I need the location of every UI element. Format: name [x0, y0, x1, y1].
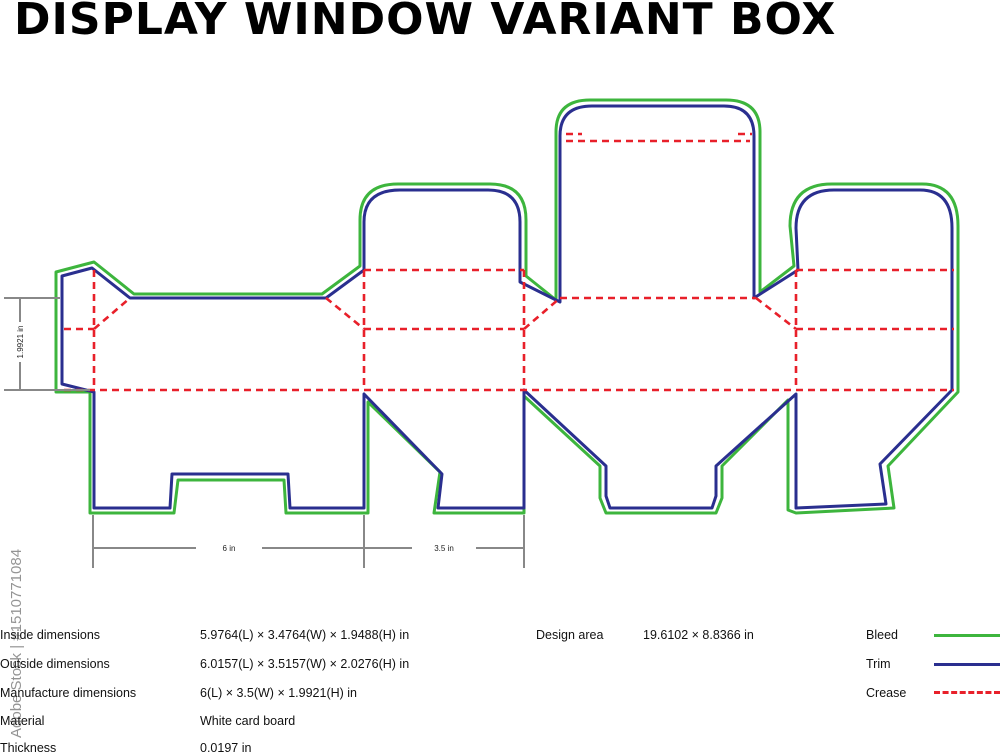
watermark: Adobe Stock | #1510771084	[8, 515, 36, 755]
spec-value: White card board	[200, 714, 296, 728]
dimension-lines	[4, 297, 525, 568]
legend-label-trim: Trim	[866, 657, 891, 671]
dieline-diagram: 1.9921 in 6 in 3.5 in	[4, 98, 960, 568]
legend-swatch-trim	[934, 663, 1000, 666]
width-dimension-label: 6 in	[223, 544, 236, 553]
trim-outline	[60, 104, 954, 510]
crease-lines	[64, 132, 954, 392]
legend-swatch-crease	[934, 691, 1000, 694]
spec-value: 6(L) × 3.5(W) × 1.9921(H) in	[200, 686, 358, 700]
spec-label: Inside dimensions	[0, 628, 101, 642]
spec-value: 5.9764(L) × 3.4764(W) × 1.9488(H) in	[200, 628, 410, 642]
legend-label-crease: Crease	[866, 686, 907, 700]
depth-dimension-label: 3.5 in	[434, 544, 454, 553]
design-area-label: Design area	[536, 628, 604, 642]
watermark-text: Adobe Stock | #1510771084	[8, 548, 25, 738]
spec-label: Material	[0, 714, 45, 728]
bleed-outline	[54, 98, 960, 515]
spec-label: Outside dimensions	[0, 657, 110, 671]
spec-label: Manufacture dimensions	[0, 686, 137, 700]
legend-swatch-bleed	[934, 634, 1000, 637]
legend-label-bleed: Bleed	[866, 628, 898, 642]
spec-label: Thickness	[0, 741, 57, 755]
height-dimension-label: 1.9921 in	[16, 326, 25, 359]
page-title: DISPLAY WINDOW VARIANT BOX	[14, 0, 837, 45]
design-area-value: 19.6102 × 8.8366 in	[643, 628, 754, 642]
spec-value: 6.0157(L) × 3.5157(W) × 2.0276(H) in	[200, 657, 410, 671]
spec-value: 0.0197 in	[200, 741, 252, 755]
